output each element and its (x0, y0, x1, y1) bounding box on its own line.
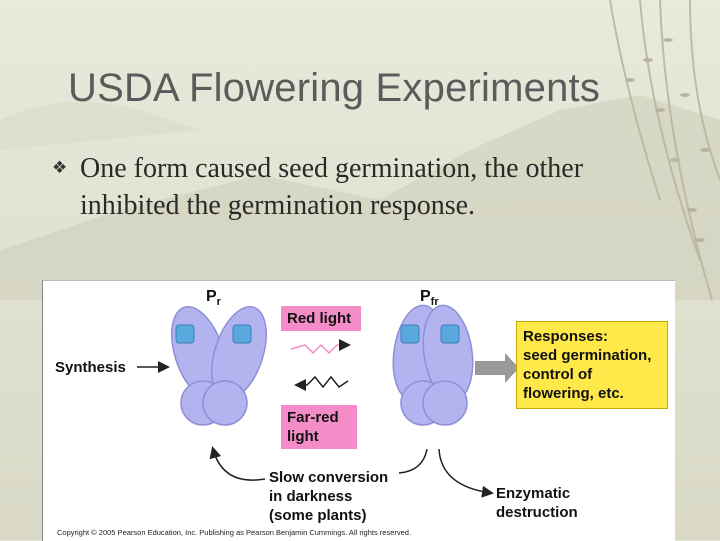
red-light-arrow-icon (290, 339, 351, 355)
pfr-return-line-icon (398, 448, 428, 474)
bullet-text: One form caused seed germination, the ot… (80, 153, 584, 221)
phytochrome-diagram: Pr Pfr Red light Far-red light Synthesis… (42, 280, 675, 541)
far-red-light-box: Far-red light (281, 405, 357, 449)
pr-molecule-icon (171, 306, 267, 426)
diagram-graphics (137, 304, 519, 498)
far-red-light-arrow-icon (294, 375, 349, 391)
diamond-flower-bullet-icon: ❖ (52, 158, 68, 178)
pfr-label: Pfr (420, 288, 439, 309)
synthesis-label: Synthesis (55, 359, 126, 376)
enzymatic-destruction-label: Enzymatic destruction (496, 485, 578, 521)
pfr-molecule-icon (392, 304, 474, 426)
responses-box: Responses: seed germination, control of … (516, 321, 668, 409)
enzymatic-arrow-icon (438, 448, 494, 498)
slide-title: USDA Flowering Experiments (68, 66, 601, 110)
red-light-box: Red light (281, 306, 361, 331)
copyright-notice: Copyright © 2005 Pearson Education, Inc.… (57, 528, 412, 537)
pr-label: Pr (206, 288, 221, 309)
slow-conversion-label: Slow conversion in darkness (some plants… (269, 469, 389, 524)
slow-conversion-arrow-icon (209, 446, 266, 481)
response-arrow-icon (475, 353, 519, 383)
